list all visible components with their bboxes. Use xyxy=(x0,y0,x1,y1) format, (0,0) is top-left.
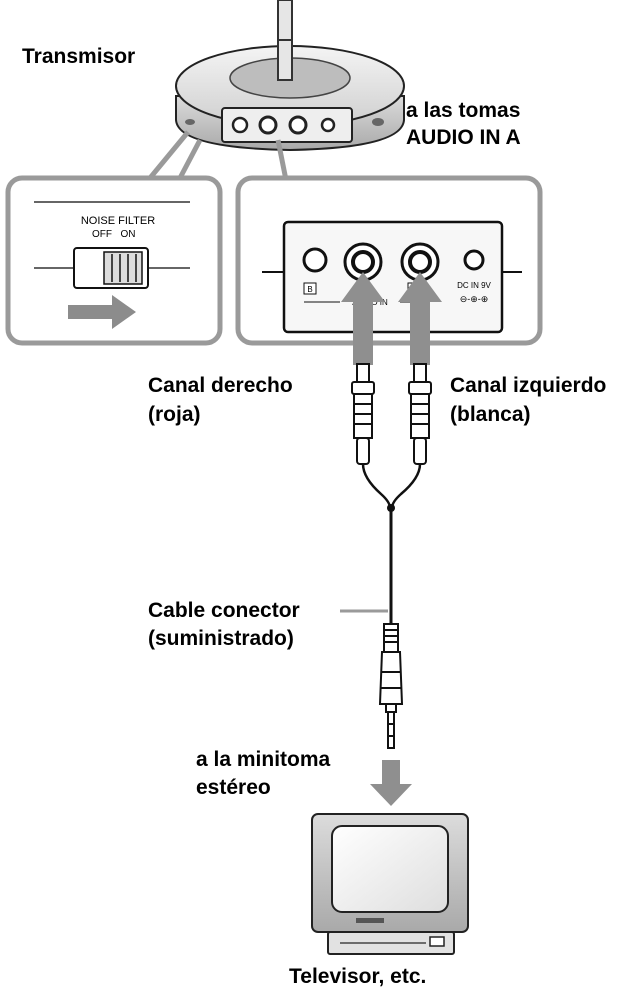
dc-in-jack xyxy=(463,249,485,271)
callout-line-switch xyxy=(148,130,190,180)
dc-in-label: DC IN 9V xyxy=(457,281,491,290)
callout-line-switch-2 xyxy=(177,138,203,180)
cable-supplied-label: (suministrado) xyxy=(148,627,294,650)
left-channel-color: (blanca) xyxy=(450,403,531,426)
cable-label: Cable conector xyxy=(148,599,300,622)
audio-in-panel: B A AUDIO IN DC IN 9V ⊖-⊕-⊕ xyxy=(235,175,543,346)
tv-label: Televisor, etc. xyxy=(289,965,427,988)
polarity-icon: ⊖-⊕-⊕ xyxy=(460,294,489,304)
callout-line-jacks xyxy=(275,139,289,181)
tv-screen xyxy=(331,825,449,913)
jack-b-label: B xyxy=(307,285,312,294)
noise-filter-panel: NOISE FILTER OFF ON xyxy=(5,175,223,346)
audio-in-callout-line2: AUDIO IN A xyxy=(406,126,521,149)
stereo-mini-plug xyxy=(378,623,404,749)
audio-in-callout-line1: a las tomas xyxy=(406,99,521,122)
switch-off-label: OFF xyxy=(92,229,112,240)
right-plug-arrow xyxy=(341,272,385,365)
transmitter-label: Transmisor xyxy=(22,45,136,68)
jack-b xyxy=(302,247,328,273)
cable-junction xyxy=(387,504,395,512)
left-plug-arrow xyxy=(398,272,442,365)
television xyxy=(311,813,469,955)
transmitter-jack-strip xyxy=(221,107,353,143)
stereo-jack-label-2: estéreo xyxy=(196,776,271,799)
switch-direction-arrow xyxy=(68,295,136,329)
transmitter-device xyxy=(175,0,405,152)
right-channel-color: (roja) xyxy=(148,403,201,426)
noise-filter-title: NOISE FILTER xyxy=(81,215,155,227)
tv-plug-arrow xyxy=(370,760,412,806)
switch-on-label: ON xyxy=(121,229,136,240)
rca-plug-left xyxy=(408,363,432,465)
connecting-cable xyxy=(361,463,422,624)
stereo-jack-label: a la minitoma xyxy=(196,748,331,771)
rca-plug-right xyxy=(351,363,375,465)
right-channel-label: Canal derecho xyxy=(148,374,293,397)
left-channel-label: Canal izquierdo xyxy=(450,374,607,397)
